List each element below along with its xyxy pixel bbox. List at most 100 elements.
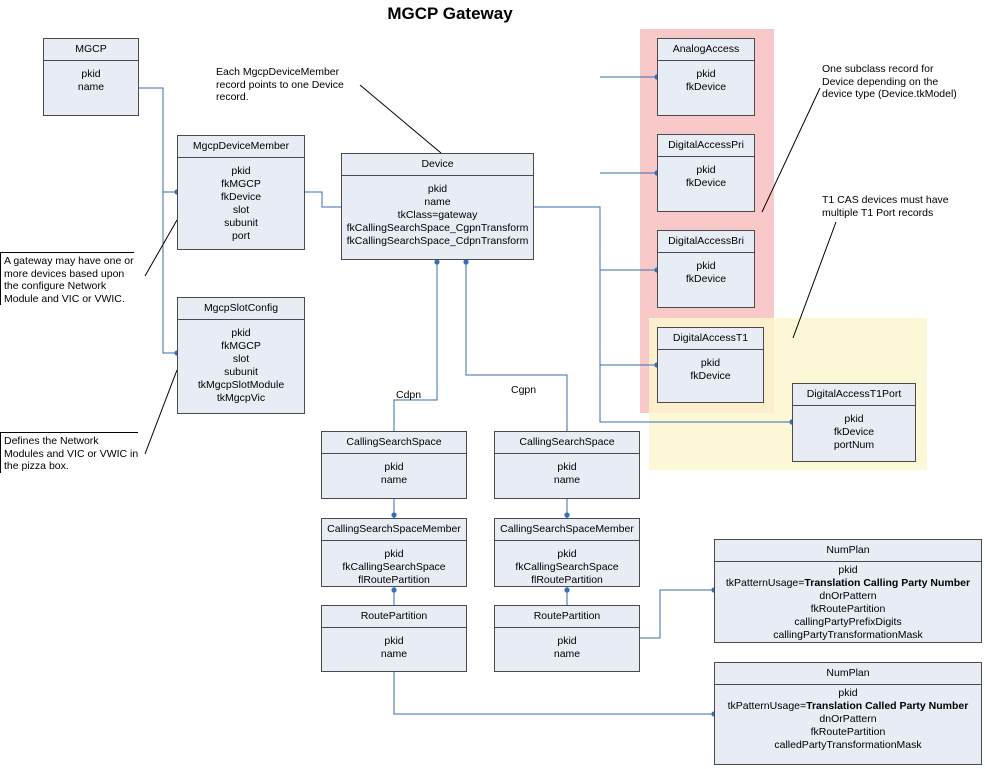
diagram-title: MGCP Gateway (387, 4, 513, 23)
entity-name: RoutePartition (322, 606, 466, 628)
entity-field: callingPartyPrefixDigits (794, 616, 902, 628)
entity-field: subunit (224, 217, 258, 229)
note-device-member-pointer (359, 84, 442, 154)
entity-field: fkCallingSearchSpace (515, 561, 619, 573)
entity-field: pkid (844, 413, 864, 425)
mgcp-slot-config-connector (139, 87, 177, 354)
connector-endpoint (391, 587, 397, 593)
note-line: T1 CAS devices must have (822, 194, 949, 206)
entity-field: fkCallingSearchSpace (342, 561, 446, 573)
entity-field: slot (232, 353, 250, 365)
cgpn-label: Cgpn (511, 384, 537, 396)
connector-endpoint (463, 259, 469, 265)
pattern-usage-prefix: tkPatternUsage= (727, 700, 807, 712)
device-member-device-connector (305, 191, 341, 208)
entity-name: MgcpDeviceMember (178, 136, 304, 158)
entity-field: name (380, 648, 408, 660)
entity-name: DigitalAccessT1 (658, 328, 763, 350)
entity-field: fkRoutePartition (810, 726, 886, 738)
entity-field: dnOrPattern (819, 713, 877, 725)
entity-field: tkMgcpVic (216, 392, 266, 404)
pattern-usage-value: Translation Called Party Number (806, 700, 969, 712)
entity-field: pkid (384, 461, 404, 473)
note-line: multiple T1 Port records (822, 206, 934, 219)
entity-name: DigitalAccessPri (658, 135, 754, 157)
entity-field: pkid (838, 564, 858, 576)
note-t1-cas-pointer (792, 221, 837, 339)
note-line: A gateway may have one or (4, 255, 134, 267)
entity-field: name (424, 196, 451, 208)
entity-field: pkid (557, 635, 577, 647)
note-line: record. (216, 91, 249, 103)
entity-name: MGCP (44, 39, 138, 61)
device-css-cgpn-connector (465, 260, 568, 431)
entity-field: fkDevice (220, 191, 262, 203)
pattern-usage-value: Translation Calling Party Number (804, 577, 971, 589)
entity-field: fkCallingSearchSpace_CdpnTransform (346, 235, 529, 247)
note-line: Defines the Network (4, 435, 99, 447)
entity-name: CallingSearchSpace (495, 432, 639, 454)
entity-name: MgcpSlotConfig (178, 298, 304, 320)
entity-field: tkClass=gateway (397, 209, 478, 221)
note-gateway-pointer (144, 219, 178, 277)
entity-field: fkDevice (685, 177, 727, 189)
entity-field: pkid (81, 68, 101, 80)
device-t1port-connector (534, 206, 792, 423)
note-line: the configure Network (4, 280, 107, 292)
note-line: One subclass record for (822, 63, 934, 75)
connector-endpoint (564, 587, 570, 593)
pattern-usage-prefix: tkPatternUsage= (725, 577, 805, 589)
pattern-usage-field: tkPatternUsage=Translation Calling Party… (715, 577, 981, 590)
entity-field: pkid (384, 548, 404, 560)
entity-field: name (77, 81, 105, 93)
entity-name: RoutePartition (495, 606, 639, 628)
entity-field: fkDevice (833, 426, 875, 438)
entity-field: fkDevice (685, 273, 727, 285)
entity-field: callingPartyTransformationMask (773, 629, 923, 641)
entity-name: CallingSearchSpace (322, 432, 466, 454)
rp-cgpn-numplan-connector (640, 589, 714, 639)
pattern-usage-field: tkPatternUsage=Translation Called Party … (715, 700, 981, 713)
note-line: Modules and VIC or VWIC in (4, 447, 139, 460)
entity-field: calledPartyTransformationMask (774, 739, 922, 751)
entity-field: pkid (696, 68, 716, 80)
note-subclass-pointer (761, 87, 821, 213)
connector-endpoint (434, 259, 440, 265)
device-css-cdpn-connector (393, 260, 438, 431)
entity-field: pkid (427, 183, 448, 195)
entity-field: pkid (231, 165, 251, 177)
entity-field: tkMgcpSlotModule (197, 379, 285, 391)
entity-name: AnalogAccess (658, 39, 754, 61)
note-line: Module and VIC or VWIC. (4, 292, 125, 305)
entity-field: port (231, 230, 251, 242)
entity-field: pkid (231, 327, 251, 339)
entity-field: fkMGCP (221, 340, 261, 352)
entity-field: flRoutePartition (358, 574, 430, 586)
entity-field: pkid (696, 260, 716, 272)
entity-field: pkid (557, 461, 577, 473)
entity-name: CallingSearchSpaceMember (322, 519, 466, 541)
